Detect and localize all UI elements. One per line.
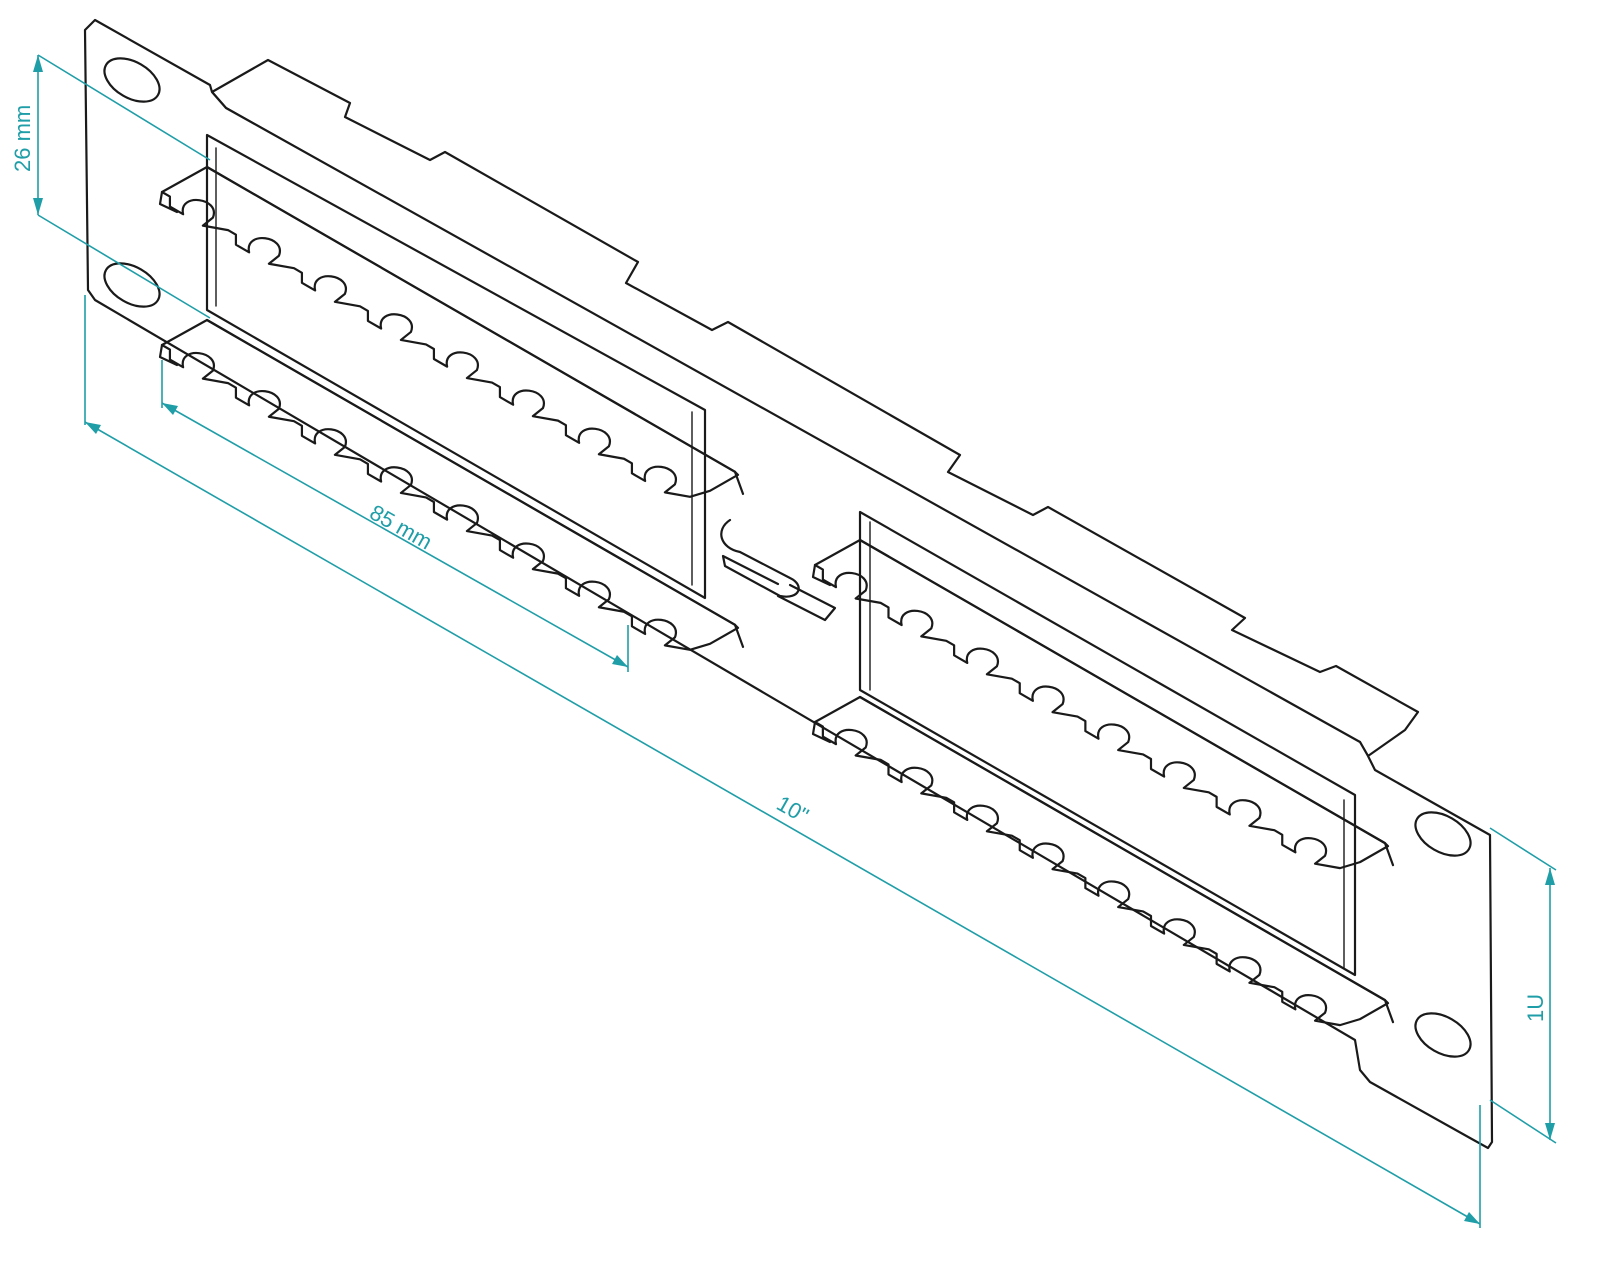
mounting-hole-top-right	[1414, 811, 1472, 857]
dimension-label-bar-length: 85 mm	[366, 500, 437, 555]
dimension-hole-spacing: 26 mm	[10, 54, 211, 319]
dimension-label-panel-height: 1U	[1523, 994, 1548, 1022]
mounting-holes	[103, 57, 1472, 1058]
cable-bar-bottom-left	[158, 318, 745, 651]
cable-bar-bottom-right	[811, 695, 1395, 1027]
dimension-label-panel-width: 10"	[773, 791, 813, 829]
dimension-label-hole-spacing: 26 mm	[10, 105, 35, 172]
cable-management-bars	[158, 165, 1395, 1027]
dimension-lines: 26 mm 85 mm 10" 1U	[10, 54, 1557, 1228]
cable-bar-top-right	[811, 538, 1395, 870]
module-cutout-right	[858, 510, 1357, 977]
center-clip	[720, 518, 837, 622]
mounting-hole-bottom-left	[103, 262, 161, 308]
mounting-hole-bottom-right	[1414, 1012, 1472, 1058]
mounting-hole-top-left	[103, 57, 161, 103]
front-panel	[83, 18, 1494, 1150]
dimension-panel-height: 1U	[1489, 827, 1557, 1144]
cable-bar-top-left	[158, 165, 745, 498]
